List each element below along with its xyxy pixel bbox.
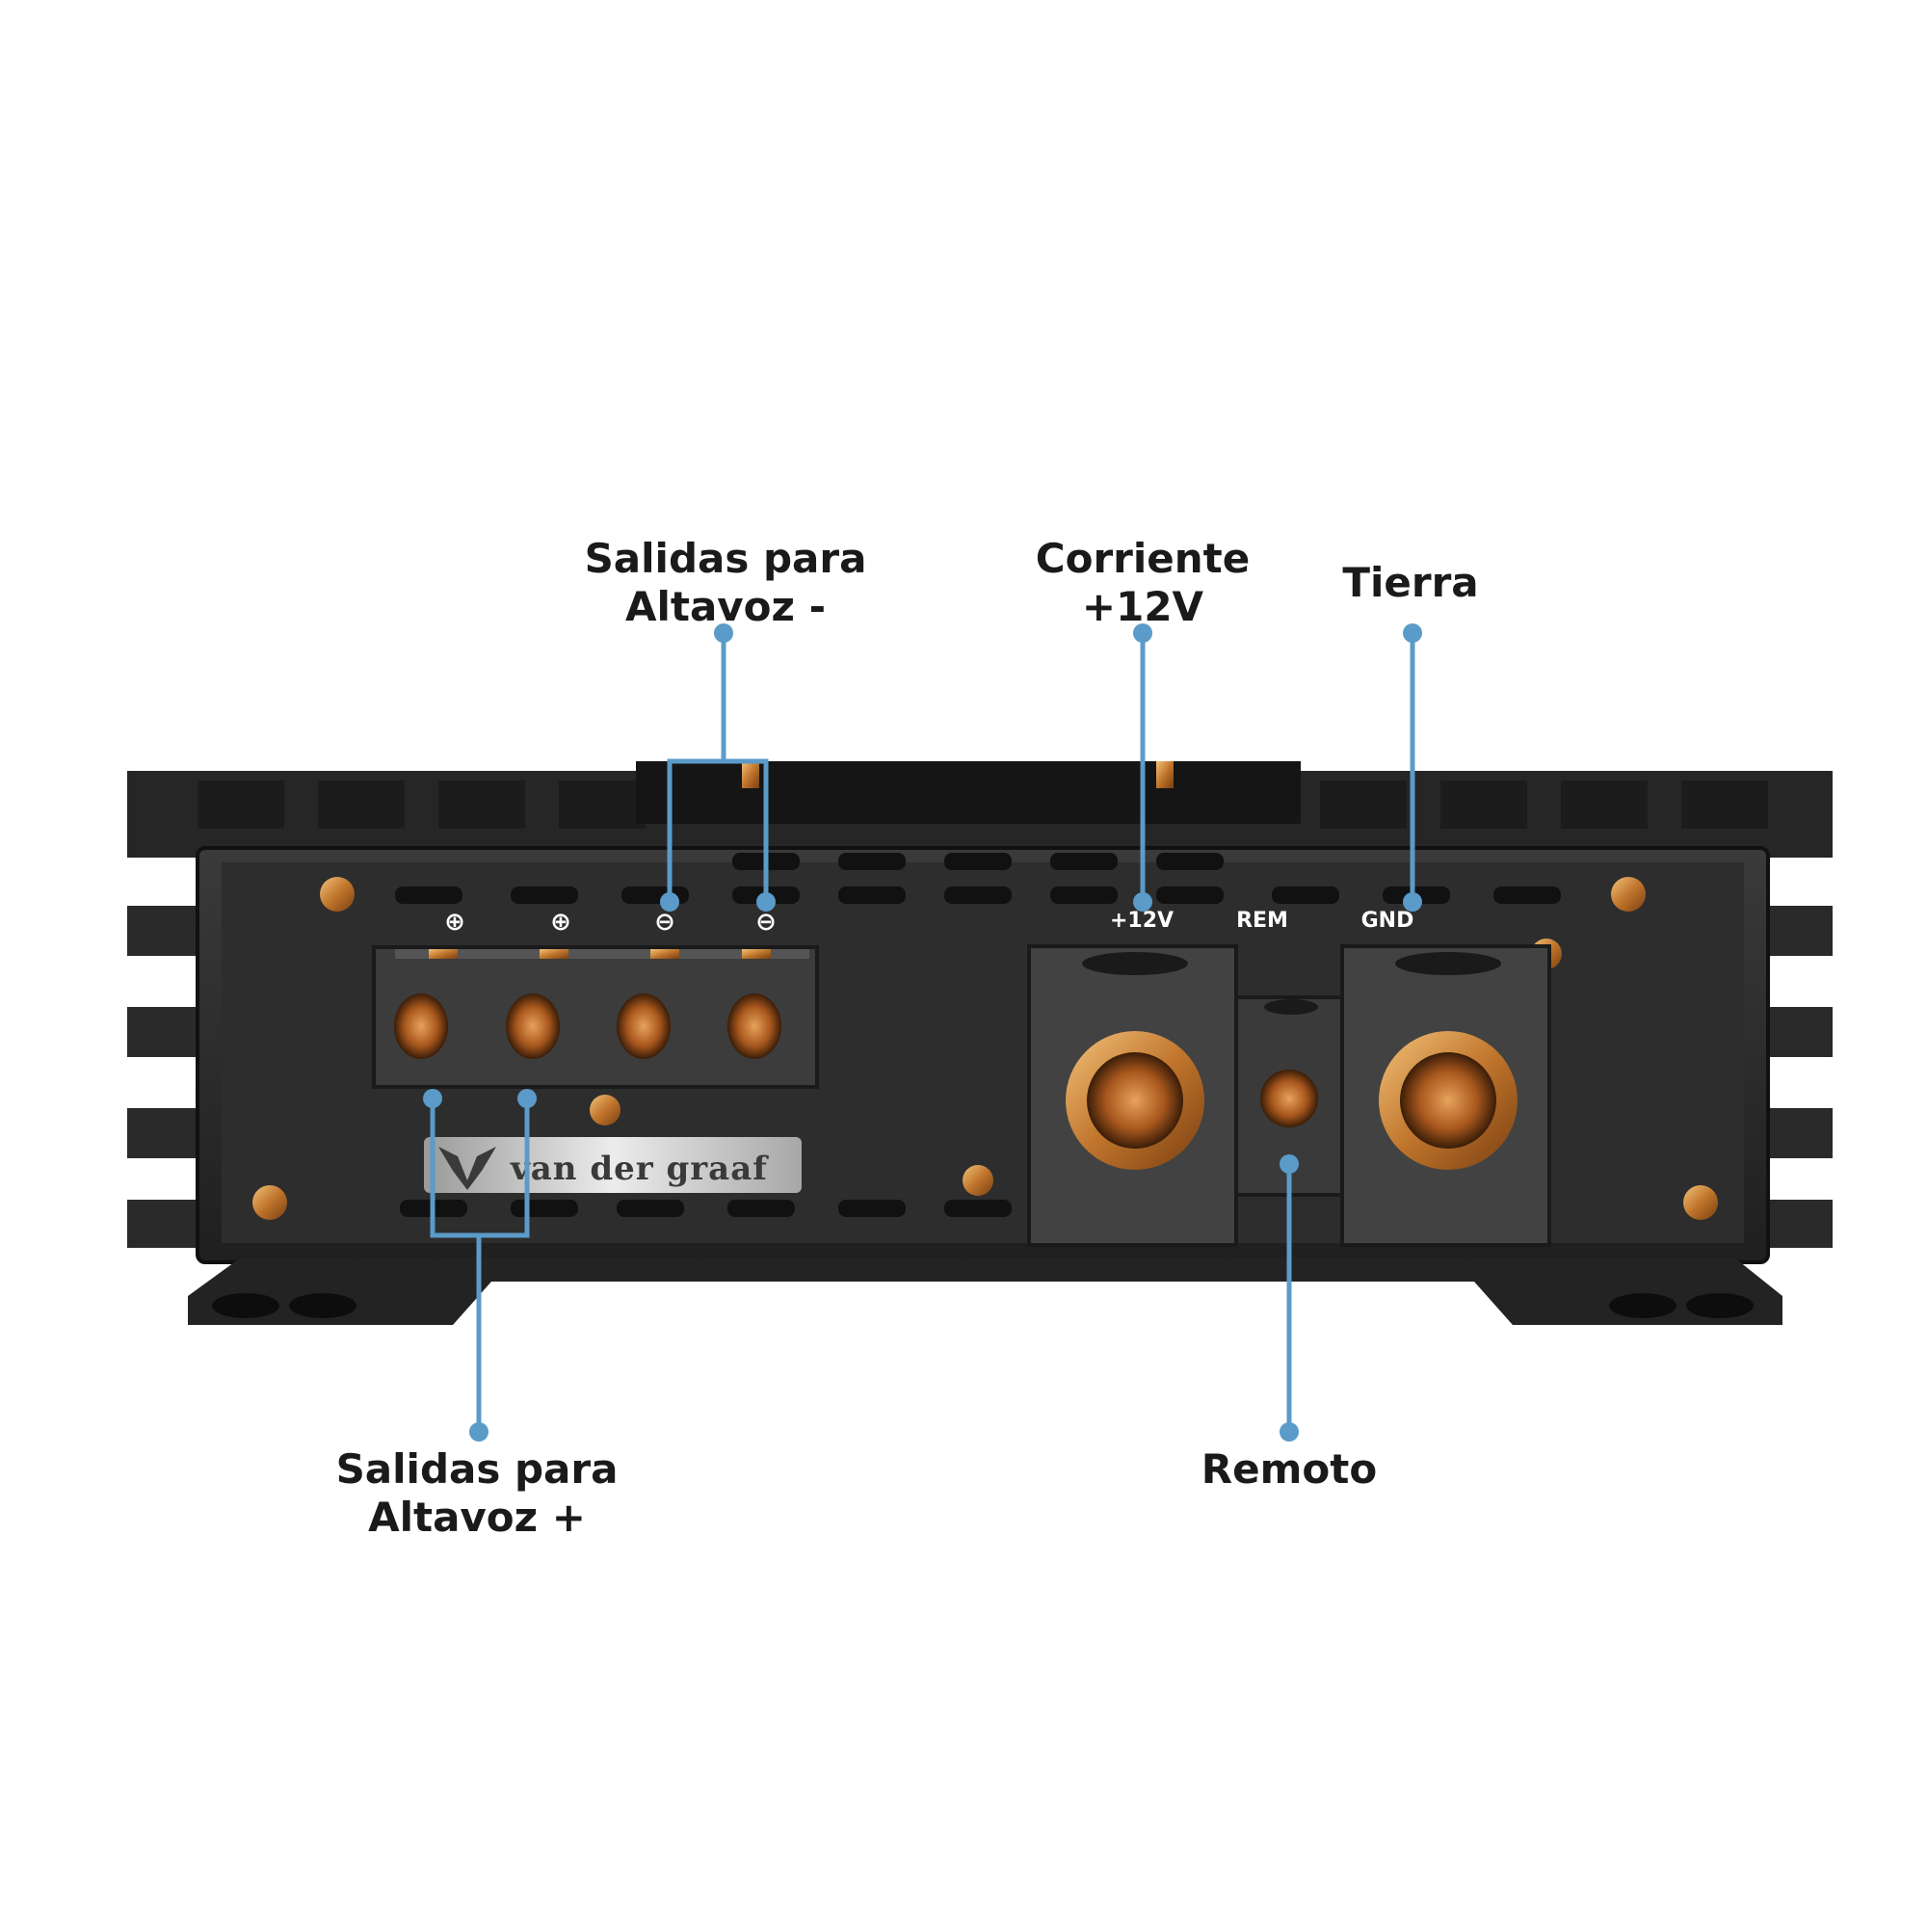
brand-plate: van der graaf bbox=[424, 1137, 802, 1193]
panel-label-ground: GND bbox=[1361, 909, 1414, 933]
callout-speaker-positive-line1: Salidas para bbox=[335, 1445, 619, 1493]
callout-speaker-negative-line1: Salidas para bbox=[584, 535, 867, 582]
panel-label-power: +12V bbox=[1110, 909, 1174, 933]
brand-logo-icon bbox=[438, 1147, 496, 1190]
callout-remote-line1: Remoto bbox=[1201, 1445, 1378, 1493]
screws bbox=[252, 877, 1718, 1220]
callout-ground: Tierra bbox=[1342, 559, 1478, 607]
callout-speaker-negative: Salidas para Altavoz - bbox=[585, 535, 867, 631]
callout-power-line2: +12V bbox=[1081, 583, 1204, 630]
heatsink-top bbox=[127, 761, 1833, 858]
callout-lines bbox=[430, 633, 1415, 1432]
speaker-terminal-minus-1 bbox=[617, 993, 671, 1059]
power-terminal-block bbox=[1027, 944, 1551, 1247]
remote-terminal-socket bbox=[1260, 1070, 1318, 1127]
callout-ground-line1: Tierra bbox=[1342, 559, 1479, 606]
panel-label-minus-2: ⊖ bbox=[755, 908, 777, 937]
speaker-terminal-plus-2 bbox=[506, 993, 560, 1059]
speaker-terminal-block bbox=[372, 945, 819, 1089]
panel-label-minus-1: ⊖ bbox=[654, 908, 675, 937]
panel-label-plus-2: ⊕ bbox=[550, 908, 571, 937]
panel-label-remote: REM bbox=[1236, 909, 1288, 933]
callout-dots bbox=[423, 623, 1422, 1442]
speaker-terminal-minus-2 bbox=[727, 993, 781, 1059]
callout-power-line1: Corriente bbox=[1035, 535, 1251, 582]
callout-speaker-negative-line2: Altavoz - bbox=[624, 583, 827, 630]
callout-remote: Remoto bbox=[1201, 1445, 1377, 1494]
panel-label-plus-1: ⊕ bbox=[444, 908, 465, 937]
mounting-foot bbox=[188, 1257, 1782, 1325]
speaker-terminal-plus-1 bbox=[394, 993, 448, 1059]
callout-speaker-positive: Salidas para Altavoz + bbox=[336, 1445, 619, 1542]
callout-power: Corriente +12V bbox=[1036, 535, 1250, 631]
brand-text: van der graaf bbox=[510, 1150, 769, 1188]
vent-slots bbox=[395, 853, 1561, 1217]
callout-speaker-positive-line2: Altavoz + bbox=[368, 1494, 586, 1541]
